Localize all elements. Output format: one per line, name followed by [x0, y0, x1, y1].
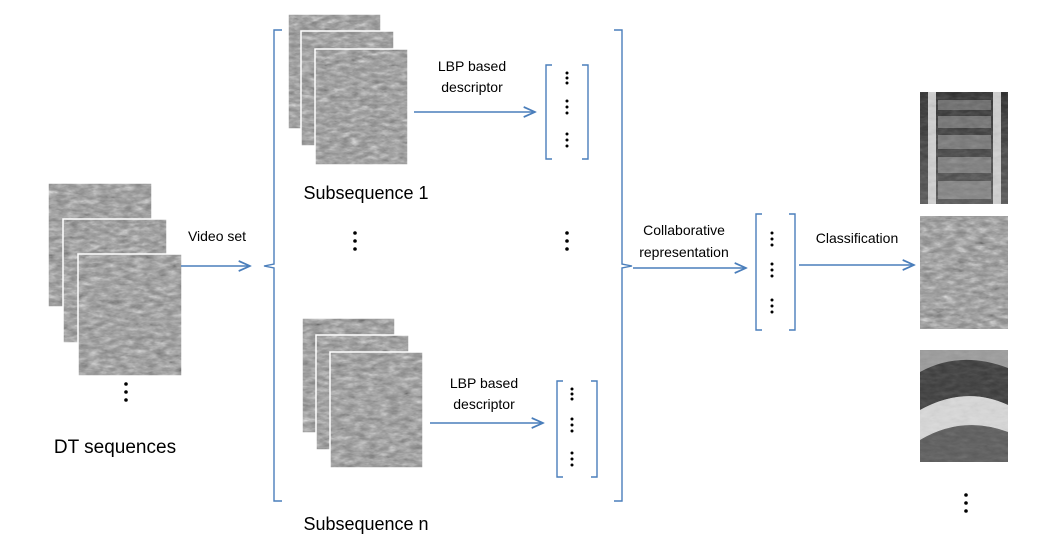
subsequence-right-bracket — [614, 29, 633, 502]
dt-ellipsis — [124, 382, 128, 402]
feature-vector-n — [556, 380, 598, 478]
subsequence-left-bracket — [263, 29, 282, 502]
class-image-water — [920, 216, 1008, 329]
lbp-1-label-line1: LBP based — [438, 58, 506, 74]
subn-frame-3 — [329, 351, 424, 469]
lbp-n-label-line2: descriptor — [453, 396, 515, 412]
subsequence-1-label: Subsequence 1 — [303, 183, 428, 203]
dt-sequence-stack — [47, 182, 183, 377]
lbp-1-label-line2: descriptor — [441, 79, 503, 95]
lbp-n-label-line1: LBP based — [450, 375, 518, 391]
collab-label-line1: Collaborative — [643, 222, 725, 238]
subsequence-ellipsis — [353, 231, 357, 251]
descriptor-ellipsis — [565, 231, 569, 251]
class-image-flag — [920, 350, 1008, 462]
classification-label: Classification — [816, 230, 898, 246]
video-set-label: Video set — [188, 228, 246, 244]
subsequence-1-stack — [287, 13, 409, 166]
collaborative-vector — [755, 213, 796, 331]
feature-vector-1 — [545, 64, 589, 160]
subsequence-n-stack — [301, 317, 424, 469]
dt-sequences-label: DT sequences — [54, 437, 176, 458]
sub1-frame-3 — [314, 48, 409, 166]
class-image-escalator — [920, 92, 1008, 204]
class-ellipsis — [964, 493, 968, 513]
collab-label-line2: representation — [639, 244, 729, 260]
dt-frame-3 — [77, 253, 183, 377]
subsequence-n-label: Subsequence n — [303, 514, 428, 534]
